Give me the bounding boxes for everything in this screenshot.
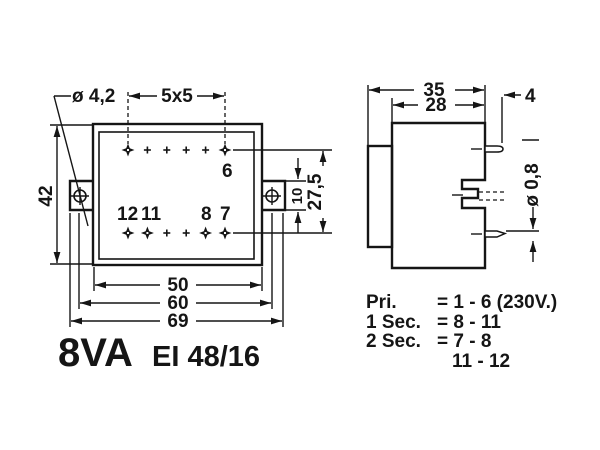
- dim-pin-diameter-label: ø 0,8: [522, 163, 543, 206]
- dim-tab-height-label: 10: [289, 188, 306, 205]
- pin-row-bottom: [121, 226, 232, 240]
- clip-hidden-lines: [452, 191, 504, 201]
- pin8-label: 8: [201, 204, 212, 225]
- dim-overall-width-label: 69: [167, 311, 188, 332]
- core-type-label: EI 48/16: [152, 341, 260, 373]
- pin7-label: 7: [220, 204, 231, 225]
- secondary2-value: = 7 - 8: [437, 331, 491, 352]
- top-view: 6 12 11 8 7 5x5 ø 4,2 42: [36, 86, 332, 375]
- mounting-tab-left: [68, 179, 93, 212]
- connections-block: Pri. = 1 - 6 (230V.) 1 Sec. = 8 - 11 2 S…: [366, 292, 557, 372]
- dim-body-width: 50: [95, 275, 261, 296]
- dim-hole-spacing: 60: [80, 293, 271, 314]
- bottom-extension-lines: [69, 213, 284, 327]
- dim-overall-depth: 35: [367, 80, 486, 145]
- primary-label: Pri.: [366, 292, 397, 313]
- dim-overall-width: 69: [71, 311, 282, 332]
- secondary1-value: = 8 - 11: [437, 312, 501, 333]
- side-pin-top: [471, 145, 504, 153]
- dim-row-spacing: 27,5: [305, 151, 327, 232]
- dim-height: 42: [36, 124, 92, 265]
- power-rating-label: 8VA: [58, 331, 133, 375]
- dim-body-depth-label: 28: [425, 95, 446, 116]
- body-outline: [91, 122, 264, 267]
- side-pin-bottom: [471, 230, 508, 238]
- primary-value: = 1 - 6 (230V.): [437, 292, 557, 313]
- dim-tab-height: 10: [286, 158, 306, 233]
- dim-pin-length: 4: [501, 86, 536, 143]
- body-inner-outline: [98, 131, 255, 260]
- dim-row-spacing-label: 27,5: [305, 173, 326, 210]
- secondary2-value-cont: 11 - 12: [452, 351, 510, 372]
- mounting-tab-right: [262, 179, 287, 212]
- dim-overall-depth-label: 35: [423, 80, 445, 101]
- secondary2-label: 2 Sec.: [366, 331, 421, 352]
- dim-pin-grid: 5x5: [127, 86, 226, 144]
- pin6-label: 6: [222, 161, 233, 182]
- dim-body-depth: 28: [391, 95, 484, 122]
- dim-pin-length-label: 4: [525, 86, 536, 107]
- side-body-outline: [390, 121, 487, 270]
- pin-row-top: [121, 143, 232, 157]
- dim-height-label: 42: [36, 185, 57, 206]
- pin11-label: 11: [141, 204, 162, 225]
- pin12-label: 12: [117, 204, 138, 225]
- dim-hole-spacing-label: 60: [167, 293, 188, 314]
- dim-hole-diameter-label: ø 4,2: [72, 86, 115, 107]
- dim-pin-diameter: ø 0,8: [506, 139, 543, 262]
- dim-hole-diameter: ø 4,2: [53, 86, 115, 227]
- side-flange: [366, 144, 394, 249]
- dim-pin-grid-label: 5x5: [161, 86, 193, 107]
- secondary1-label: 1 Sec.: [366, 312, 421, 333]
- mounting-hole-right: [263, 187, 281, 205]
- dim-body-width-label: 50: [167, 275, 188, 296]
- side-view: 35 28 4 ø 0,8: [366, 80, 543, 270]
- hole-leader-line: [53, 95, 89, 227]
